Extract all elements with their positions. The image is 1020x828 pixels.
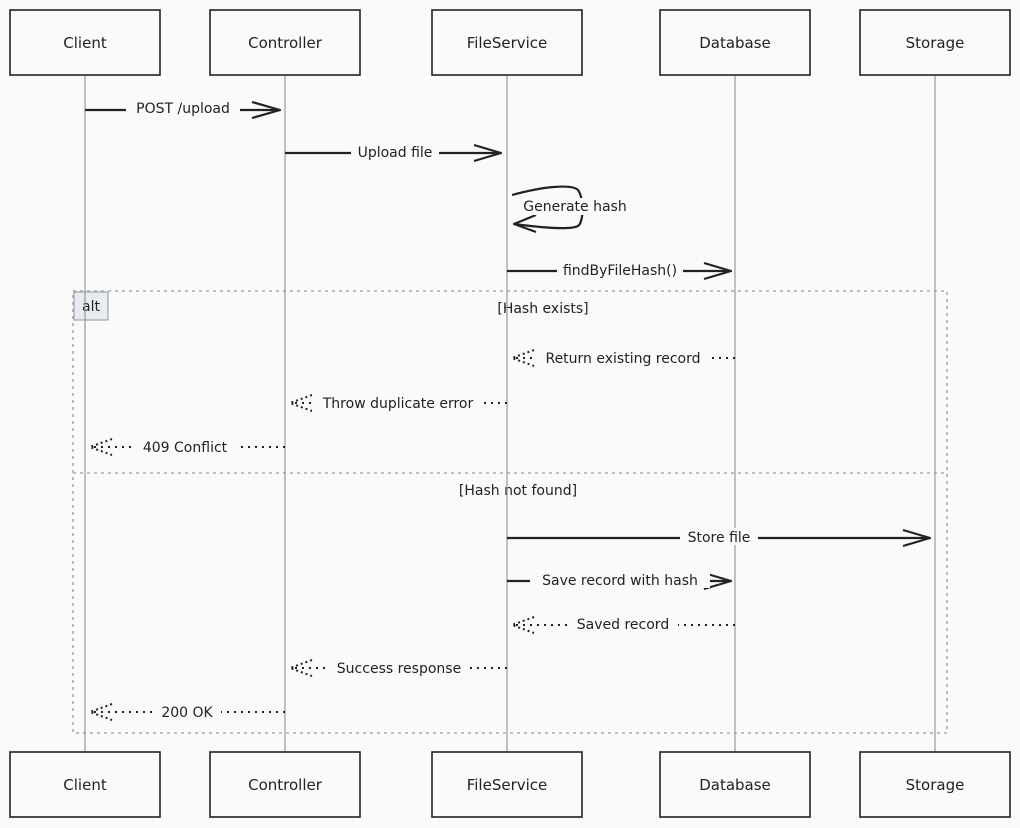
message-post-upload: POST /upload [85, 100, 282, 120]
arrowhead-icon [251, 100, 282, 120]
participant-fileservice-label: FileService [467, 34, 548, 52]
participant-fileservice-label: FileService [467, 776, 548, 794]
participant-database-label: Database [699, 776, 771, 794]
participant-controller-label: Controller [248, 776, 323, 794]
message-throw-duplicate-error: Throw duplicate error [287, 394, 507, 412]
message-label: findByFileHash() [563, 263, 677, 279]
message-saved-record: Saved record [509, 616, 735, 634]
message-label-bg [312, 394, 484, 411]
participant-controller-top: Controller [209, 9, 361, 76]
message-label: 409 Conflict [143, 440, 228, 456]
participant-storage-bottom: Storage [859, 751, 1011, 818]
participant-database-label: Database [699, 34, 771, 52]
participant-fileservice-bottom: FileService [431, 751, 583, 818]
message-ok-200: 200 OK [87, 703, 285, 721]
participant-client-label: Client [63, 776, 107, 794]
participant-controller-label: Controller [248, 34, 323, 52]
message-conflict-409: 409 Conflict [87, 438, 285, 456]
participant-controller-bottom: Controller [209, 751, 361, 818]
participant-database-top: Database [659, 9, 811, 76]
alt-fragment-frame [72, 290, 948, 734]
message-find-by-file-hash: findByFileHash() [507, 261, 733, 281]
arrowhead-icon [703, 571, 733, 591]
message-label: Throw duplicate error [322, 396, 474, 412]
message-label-bg [351, 143, 439, 160]
message-label-bg [535, 349, 711, 366]
arrowhead-icon [512, 213, 537, 234]
message-label-bg [530, 571, 710, 588]
participant-storage-label: Storage [906, 776, 965, 794]
participant-client-bottom: Client [9, 751, 161, 818]
alt-condition-hash-exists: [Hash exists] [497, 301, 588, 317]
message-label-bg [557, 261, 683, 278]
message-label-bg [328, 659, 470, 676]
message-label-bg [133, 438, 237, 455]
alt-badge [73, 291, 109, 321]
message-return-existing-record: Return existing record [509, 349, 735, 367]
message-store-file: Store file [507, 528, 932, 548]
alt-badge-label: alt [82, 299, 100, 315]
participant-storage-label: Storage [906, 34, 965, 52]
message-save-record-with-hash: Save record with hash [507, 571, 733, 591]
alt-condition-hash-not-found: [Hash not found] [459, 483, 577, 499]
message-label-bg [126, 100, 240, 117]
arrowhead-icon [703, 261, 733, 281]
message-upload-file: Upload file [285, 143, 503, 163]
message-generate-hash: Generate hash [511, 185, 635, 234]
message-success-response: Success response [287, 659, 507, 677]
message-label-bg [680, 528, 758, 545]
alt-fragment: alt [Hash exists] [Hash not found] [72, 290, 948, 734]
message-label: Store file [688, 530, 751, 546]
lifelines [84, 75, 936, 752]
participant-fileservice-top: FileService [431, 9, 583, 76]
participant-client-top: Client [9, 9, 161, 76]
message-label-bg [568, 616, 678, 633]
arrowhead-icon [902, 528, 932, 548]
participants-bottom: Client Controller FileService Database S… [9, 751, 1011, 818]
message-label: Save record with hash [542, 573, 698, 589]
message-label: Return existing record [545, 351, 700, 367]
participant-storage-top: Storage [859, 9, 1011, 76]
message-label: Generate hash [523, 199, 626, 215]
message-label: Saved record [577, 617, 669, 633]
arrowhead-icon [473, 143, 503, 163]
participants-top: Client Controller FileService Database S… [9, 9, 1011, 76]
message-label-bg [153, 703, 221, 720]
message-label-bg [515, 198, 635, 215]
messages: POST /upload Upload file Generate hash f… [85, 100, 932, 721]
arrowhead-icon [287, 659, 313, 677]
message-label: POST /upload [136, 101, 230, 117]
arrowhead-icon [287, 394, 313, 412]
message-label: Upload file [358, 145, 433, 161]
participant-database-bottom: Database [659, 751, 811, 818]
message-label: Success response [337, 661, 461, 677]
message-label: 200 OK [161, 705, 213, 721]
participant-client-label: Client [63, 34, 107, 52]
